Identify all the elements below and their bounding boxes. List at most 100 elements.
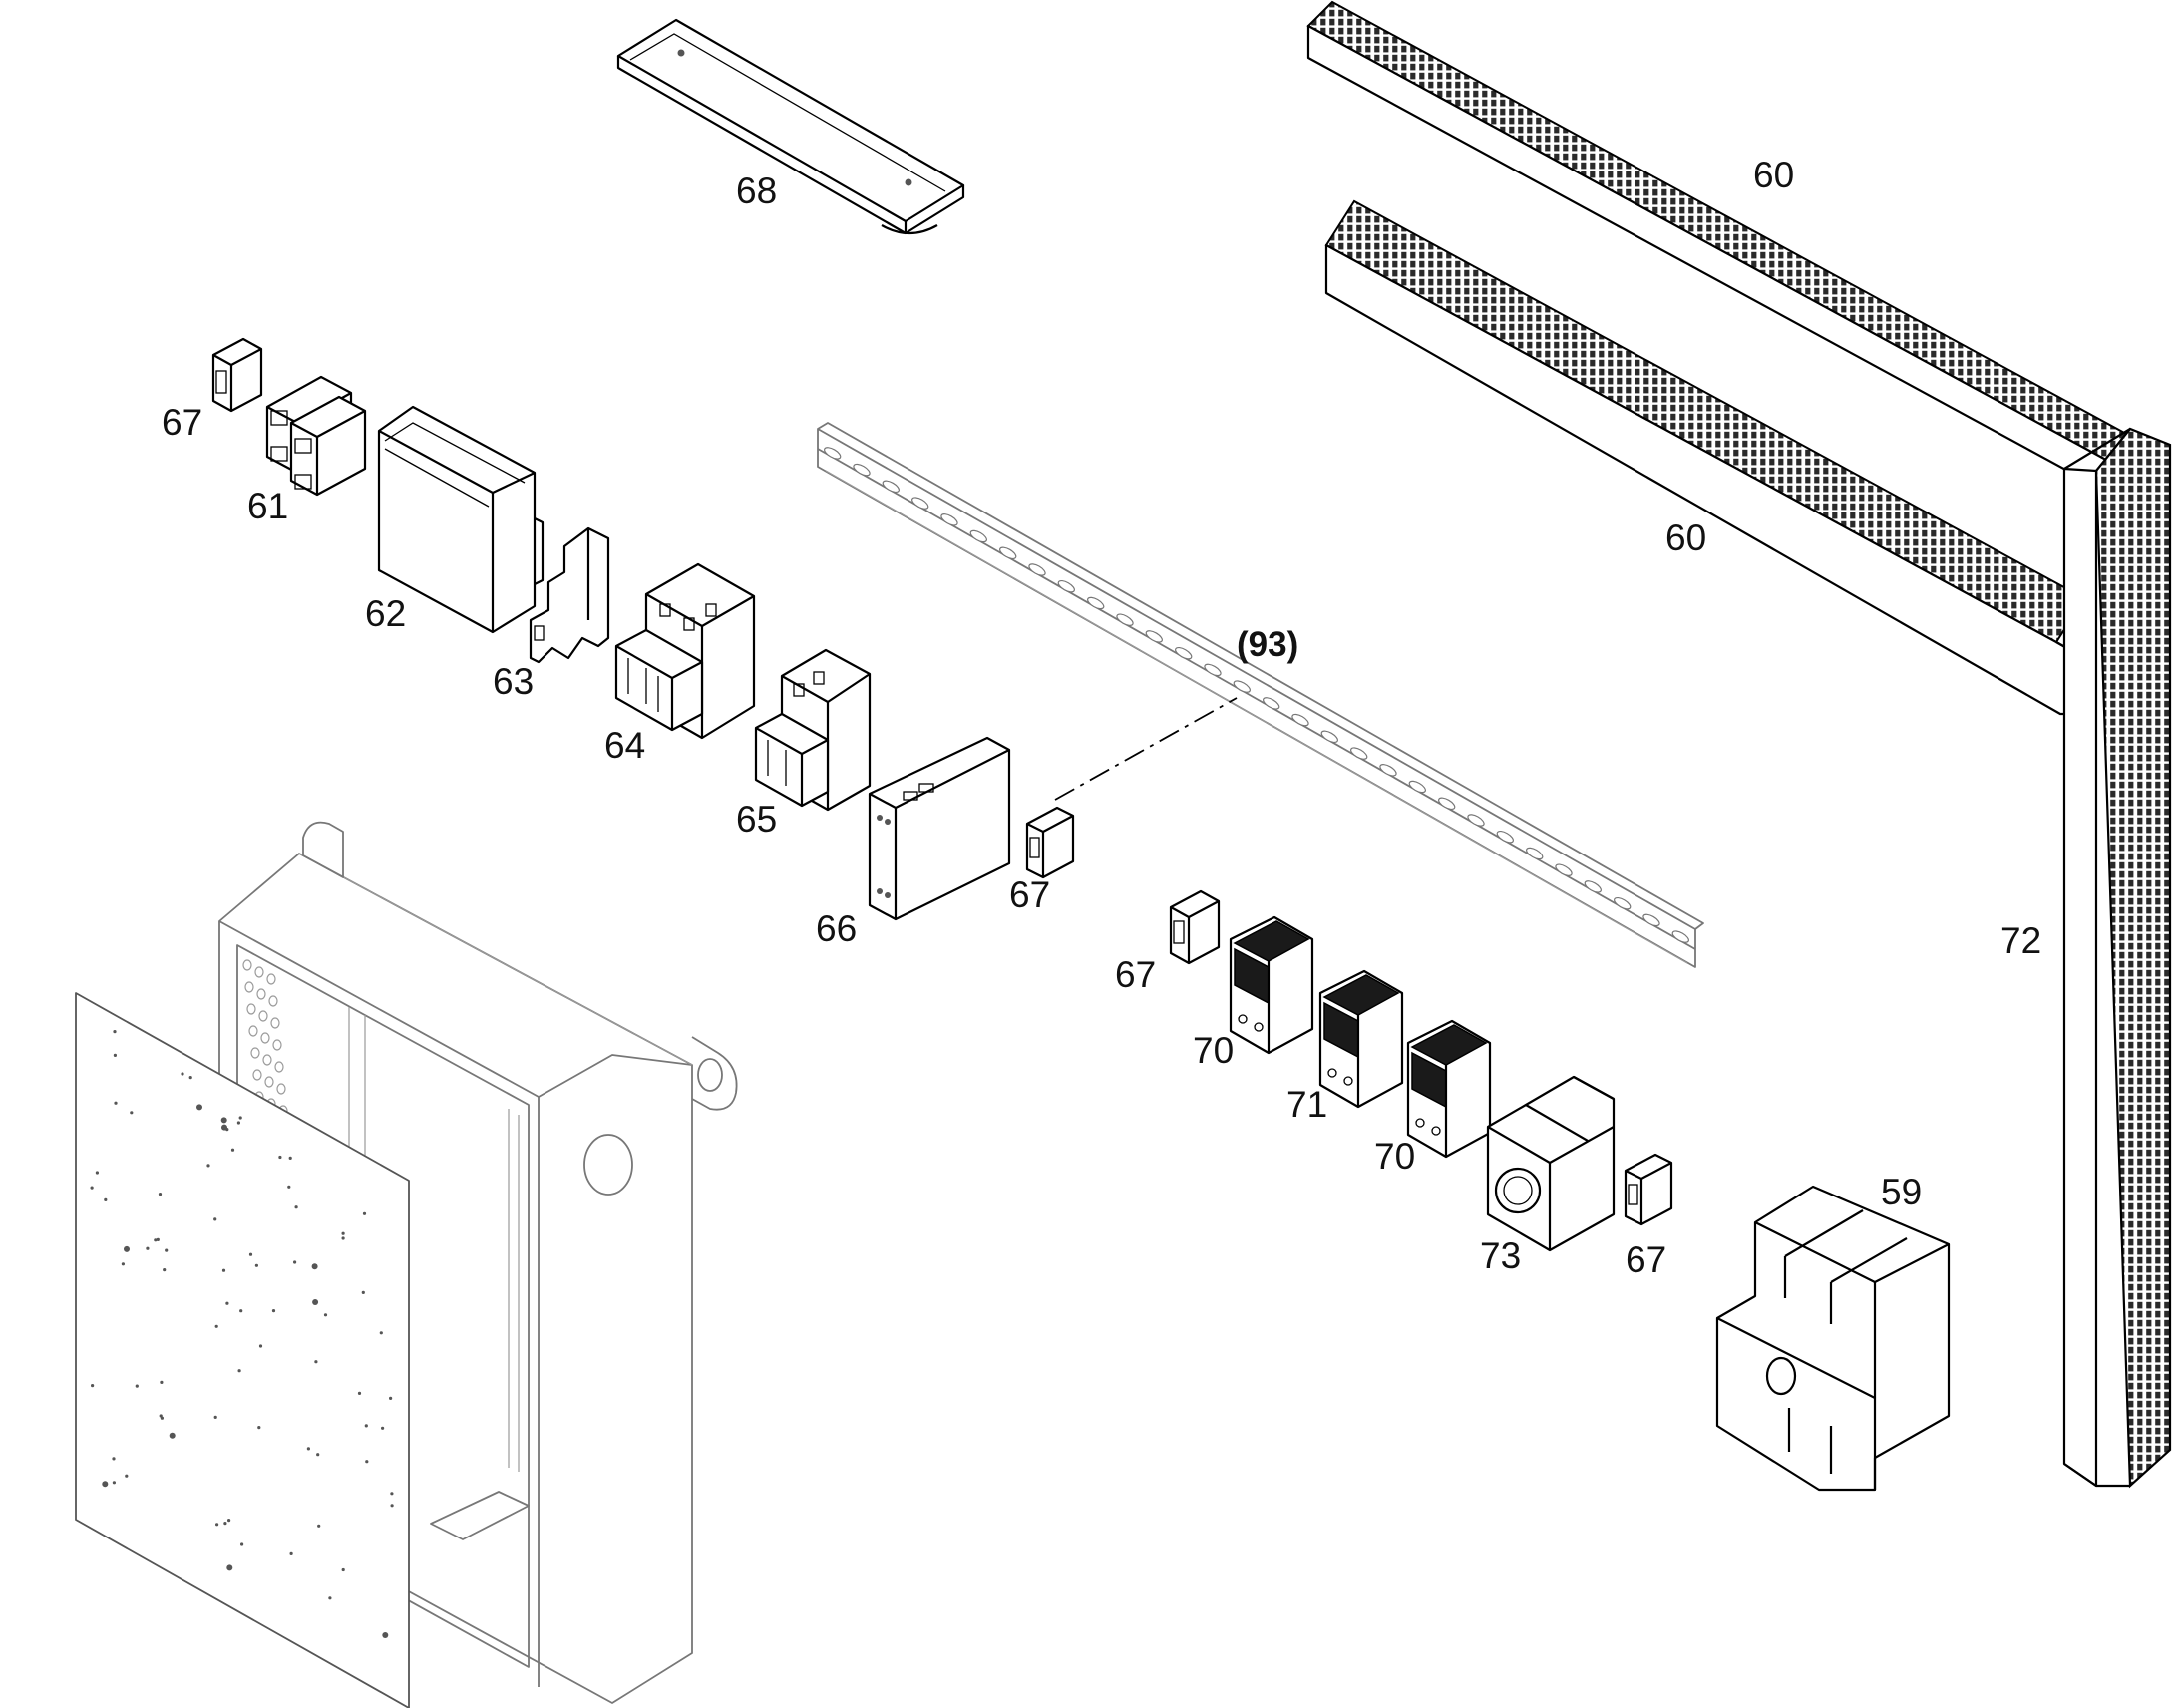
part-72-vertical-wiring-duct <box>2062 427 2172 1489</box>
panel-hole <box>159 1414 163 1418</box>
panel-hole <box>121 1262 125 1266</box>
part-63-auxiliary-contact <box>529 526 610 664</box>
callout-64: 64 <box>604 725 645 766</box>
vent-hole <box>250 1047 260 1059</box>
rail-slot <box>853 463 871 477</box>
part-61-terminal-blocks <box>265 375 367 497</box>
vent-hole <box>246 1003 256 1015</box>
rail-slot <box>1671 930 1689 943</box>
rail-slot <box>1614 896 1632 910</box>
rail-slot <box>1087 596 1105 610</box>
panel-hole <box>379 1331 383 1335</box>
panel-hole <box>154 1238 158 1242</box>
panel-hole <box>181 1072 184 1076</box>
panel-hole <box>323 1313 328 1317</box>
part-60-upper-wiring-duct <box>1306 0 2152 505</box>
callout-59: 59 <box>1881 1172 1922 1212</box>
callout-60: 60 <box>1665 517 1706 558</box>
panel-hole <box>135 1384 139 1388</box>
panel-hole <box>288 1156 292 1160</box>
panel-hole <box>381 1426 385 1430</box>
part-67-end-stop <box>1624 1153 1673 1226</box>
panel-hole <box>221 1268 226 1272</box>
rail-slot <box>1584 880 1602 893</box>
panel-hole <box>238 1116 242 1120</box>
part-71-contactor <box>1318 969 1404 1109</box>
panel-hole <box>90 1186 94 1190</box>
panel-hole <box>165 1248 169 1252</box>
rail-slot <box>1145 630 1163 643</box>
part-67-end-stop <box>1025 806 1075 879</box>
panel-hole <box>124 1245 130 1252</box>
rail-slot <box>1555 863 1573 876</box>
callout-61: 61 <box>247 486 288 526</box>
panel-hole <box>239 1309 243 1313</box>
callout-70: 70 <box>1193 1030 1234 1071</box>
panel-hole <box>112 1481 116 1485</box>
rail-slot <box>1379 764 1397 777</box>
panel-hole <box>169 1432 176 1439</box>
panel-hole <box>91 1384 95 1388</box>
panel-hole <box>306 1447 310 1451</box>
rail-slot <box>882 480 900 494</box>
panel-hole <box>278 1155 282 1160</box>
rail-slot <box>999 546 1017 560</box>
rail-slot <box>1642 913 1660 927</box>
callout-67: 67 <box>1626 1239 1666 1280</box>
panel-hole <box>146 1246 150 1250</box>
callout-71: 71 <box>1286 1084 1327 1125</box>
panel-hole <box>221 1124 227 1131</box>
vent-hole <box>252 1069 262 1081</box>
callout-65: 65 <box>736 799 777 840</box>
rail-slot <box>1496 830 1514 844</box>
vent-hole <box>256 988 266 1000</box>
panel-hole <box>130 1111 134 1115</box>
panel-hole <box>289 1551 293 1555</box>
panel-hole <box>361 1290 365 1294</box>
panel-hole <box>158 1193 163 1196</box>
rail-slot <box>1438 797 1456 811</box>
rail-slot <box>1028 563 1046 576</box>
panel-hole <box>341 1236 345 1240</box>
panel-hole <box>258 1344 263 1348</box>
callout-68: 68 <box>736 171 777 211</box>
part-70-contactor <box>1229 915 1314 1055</box>
callout-labels: 68 60 60 67 61 62 63 64 65 66 67 (93) 67… <box>162 155 2041 1280</box>
panel-hole <box>112 1457 116 1461</box>
part-67-end-stop <box>211 337 263 413</box>
vent-hole <box>266 973 276 985</box>
callout-66: 66 <box>816 908 857 949</box>
part-66-relay-module <box>868 736 1011 921</box>
panel-hole <box>214 1324 218 1328</box>
panel-hole <box>213 1217 217 1221</box>
callout-67: 67 <box>162 402 202 443</box>
vent-hole <box>274 1061 284 1073</box>
vent-hole <box>254 966 264 978</box>
panel-hole <box>287 1185 291 1189</box>
callout-73: 73 <box>1480 1235 1521 1276</box>
vent-hole <box>276 1083 286 1095</box>
rail-slot <box>1350 747 1368 760</box>
panel-hole <box>254 1263 258 1267</box>
panel-hole <box>328 1596 332 1600</box>
vent-hole <box>248 1025 258 1037</box>
panel-hole <box>113 1030 117 1034</box>
callout-67: 67 <box>1009 874 1050 915</box>
panel-hole <box>226 1564 233 1571</box>
callout-70: 70 <box>1374 1136 1415 1177</box>
vent-hole <box>262 1054 272 1066</box>
panel-hole <box>95 1171 99 1175</box>
panel-hole <box>389 1396 393 1400</box>
vent-hole <box>242 959 252 971</box>
part-64-three-pole-breaker <box>614 562 756 740</box>
panel-hole <box>316 1453 320 1457</box>
panel-hole <box>240 1542 244 1546</box>
panel-hole <box>257 1426 261 1430</box>
panel-hole <box>271 1309 276 1313</box>
part-68-cover-strip <box>616 18 965 235</box>
callout-60: 60 <box>1753 155 1794 195</box>
rail-slot <box>1408 780 1426 794</box>
panel-hole <box>312 1299 319 1305</box>
rail-slot <box>911 497 929 510</box>
panel-hole <box>188 1076 192 1080</box>
